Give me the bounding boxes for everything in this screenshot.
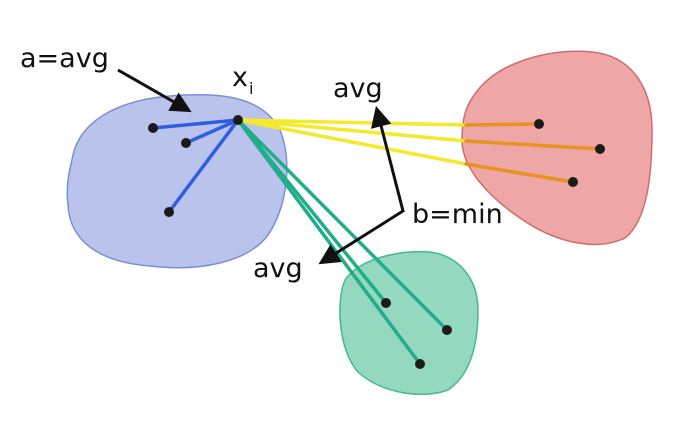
blue-line: [184, 118, 240, 145]
point-xi: [233, 115, 243, 125]
blue-point: [148, 123, 158, 133]
label-a-avg: a=avg: [20, 43, 109, 74]
red-point: [568, 177, 578, 187]
red-point: [534, 119, 544, 129]
arrows: [117, 68, 405, 265]
label-avg-bottom: avg: [253, 253, 303, 284]
label-b-min: b=min: [412, 199, 503, 230]
label-xi: xi: [232, 62, 253, 98]
blue-line: [151, 118, 240, 130]
blue-line: [167, 118, 240, 214]
green-line: [236, 118, 422, 366]
label-avg-top: avg: [333, 73, 383, 104]
blue-point: [164, 207, 174, 217]
blue-point: [181, 138, 191, 148]
red-point: [595, 144, 605, 154]
arrow-b-min: [318, 105, 405, 265]
label-xi-main: x: [232, 62, 248, 93]
green-point: [381, 298, 391, 308]
green-point: [415, 359, 425, 369]
green-point: [442, 325, 452, 335]
orange-line: [464, 139, 602, 151]
data-points: [148, 115, 605, 369]
orange-line: [464, 122, 541, 127]
label-xi-sub: i: [249, 79, 253, 98]
orange-line: [464, 162, 575, 184]
intra-cluster-lines: [151, 118, 240, 214]
arrow-a-avg: [117, 68, 192, 113]
